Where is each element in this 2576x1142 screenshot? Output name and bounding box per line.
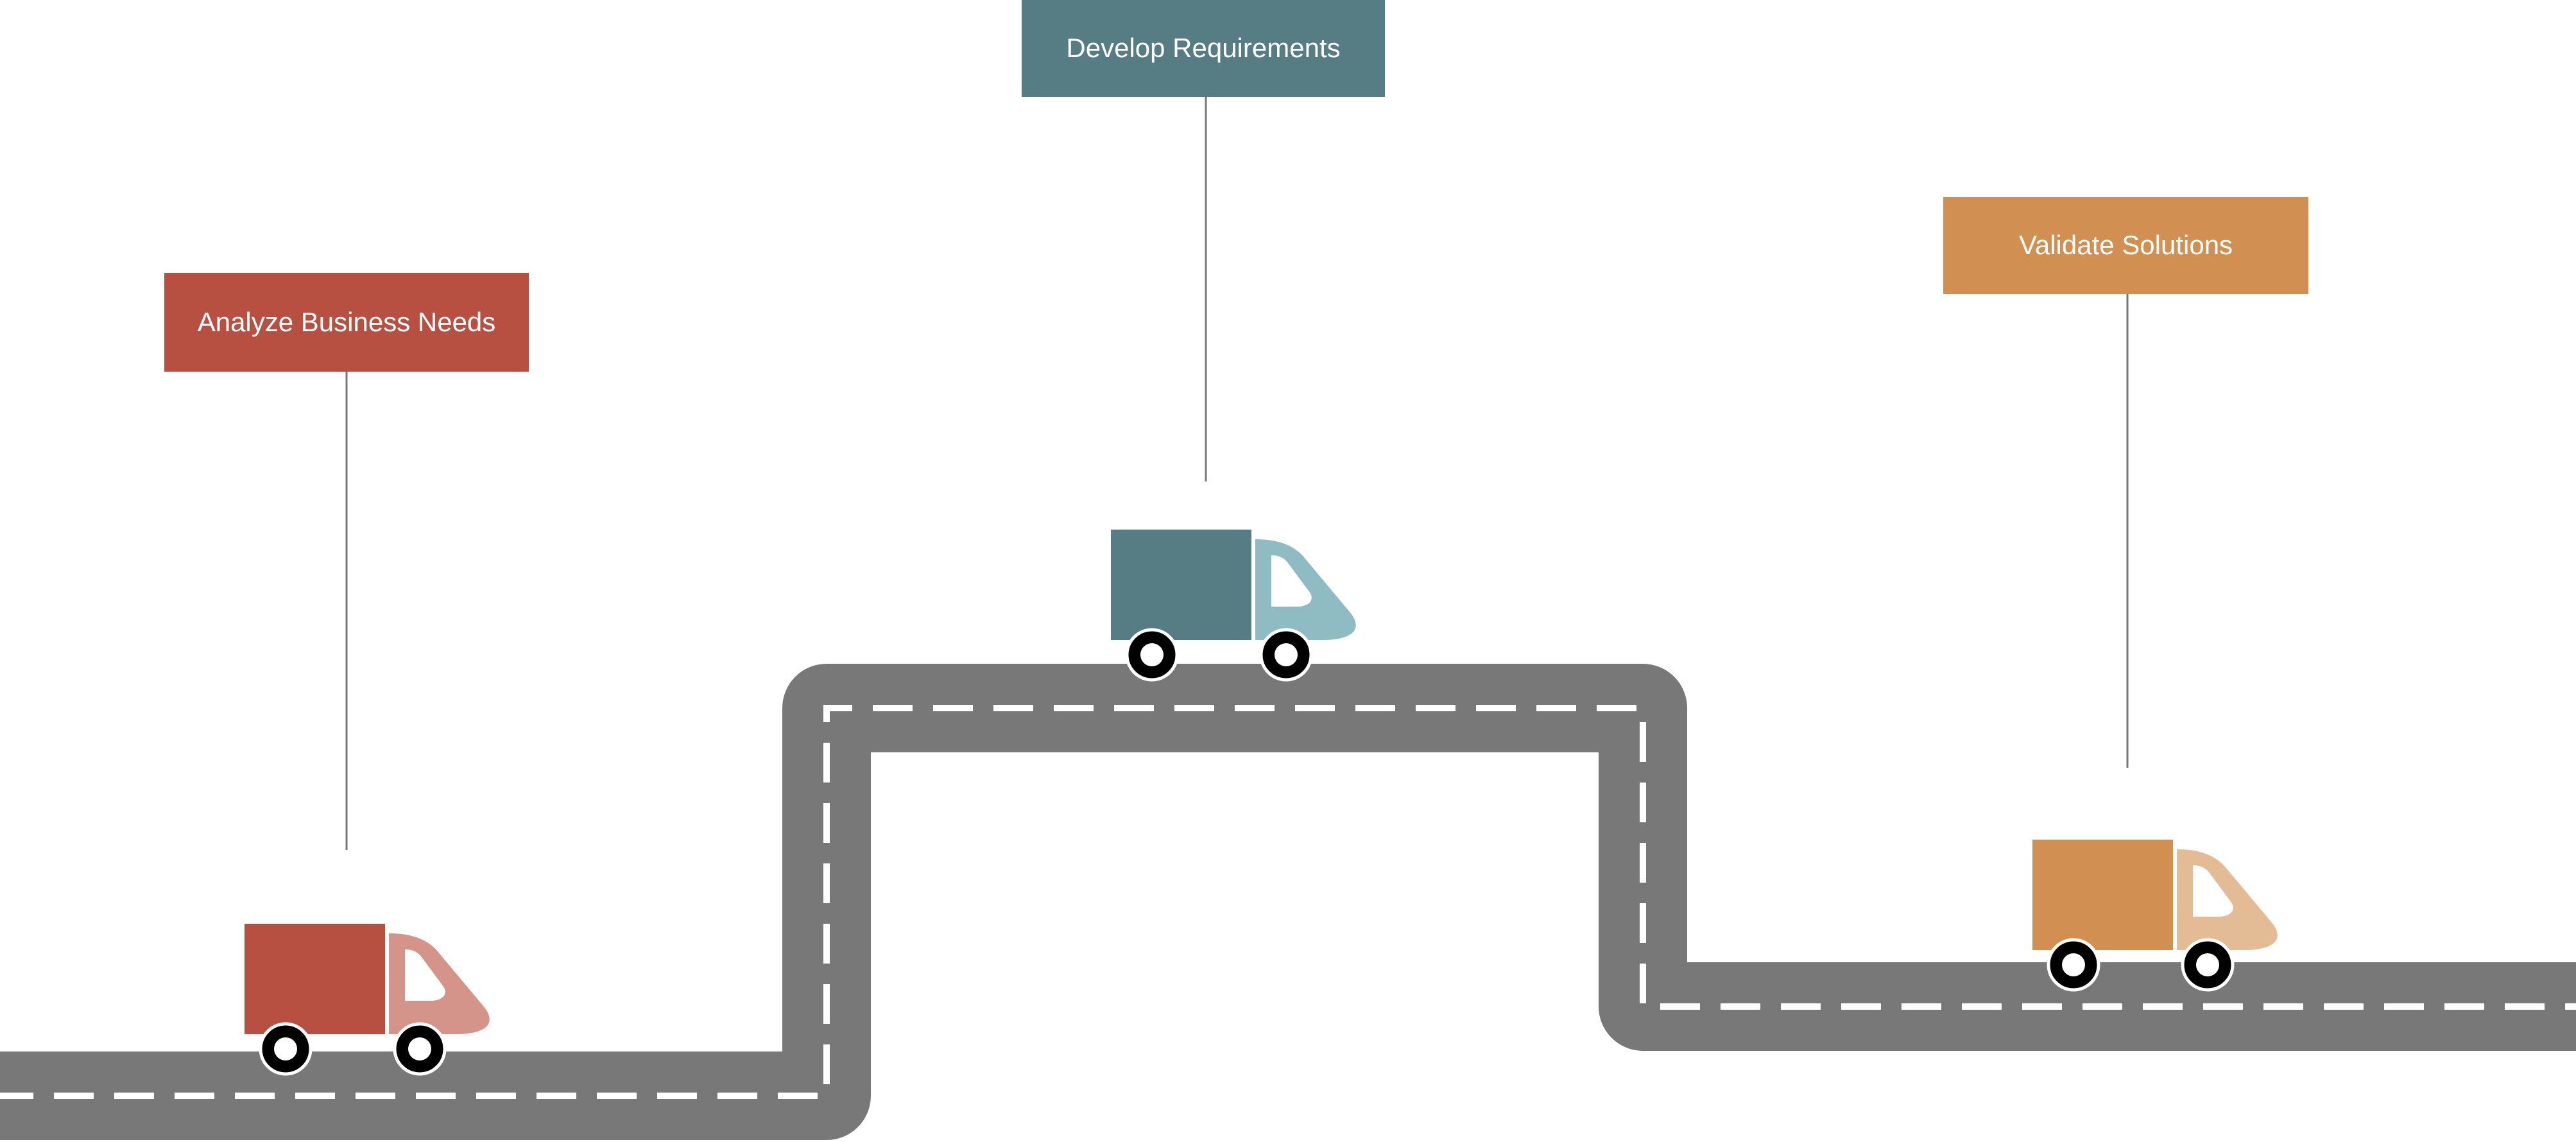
step-label-develop: Develop Requirements bbox=[1022, 0, 1385, 97]
step-label-text: Develop Requirements bbox=[1066, 33, 1341, 64]
step-label-text: Analyze Business Needs bbox=[197, 306, 496, 337]
step-label-analyze: Analyze Business Needs bbox=[164, 273, 529, 372]
step-label-validate: Validate Solutions bbox=[1943, 197, 2308, 294]
truck-icon bbox=[245, 924, 490, 1074]
road-lane-marking bbox=[0, 705, 2576, 1099]
step-label-text: Validate Solutions bbox=[2018, 230, 2233, 261]
truck-icon bbox=[1111, 530, 1356, 680]
